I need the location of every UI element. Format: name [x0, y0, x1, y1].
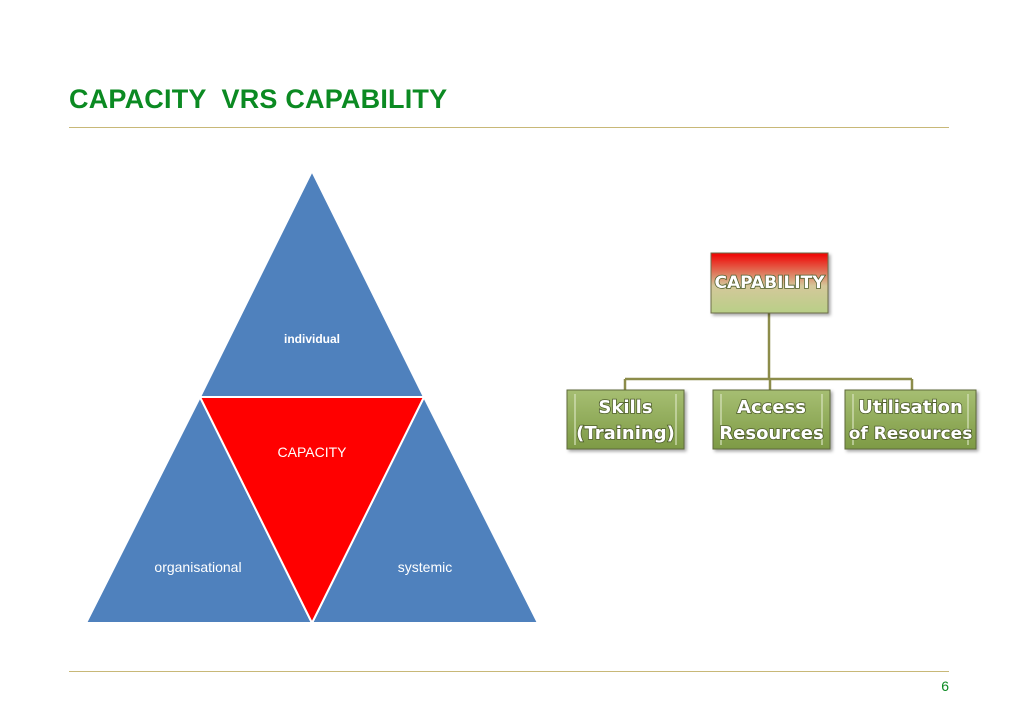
capability-child-utilisation: Utilisation of Resources	[844, 389, 977, 450]
triangle-capacity	[198, 396, 426, 626]
capability-child-access: Access Resources	[712, 389, 831, 450]
utilisation-label-line1: Utilisation	[858, 397, 963, 418]
capability-root-box: CAPABILITY	[710, 252, 829, 314]
footer-divider	[69, 671, 949, 672]
label-capacity: CAPACITY	[278, 444, 348, 460]
slide-title: CAPACITY VRS CAPABILITY	[69, 84, 448, 114]
title-divider	[69, 127, 949, 128]
capacity-triangle: individual CAPACITY organisational syste…	[84, 168, 540, 626]
tree-connectors	[623, 313, 914, 390]
label-individual: individual	[284, 332, 340, 346]
capability-tree: CAPABILITY Skills (Training) Access Reso…	[566, 252, 977, 450]
page-number: 6	[941, 678, 949, 694]
label-organisational: organisational	[154, 559, 241, 575]
triangle-individual	[198, 168, 426, 398]
skills-label-line2: (Training)	[576, 423, 675, 444]
label-systemic: systemic	[398, 559, 452, 575]
access-label-line1: Access	[737, 397, 806, 418]
utilisation-label-line2: of Resources	[849, 424, 973, 444]
capability-root-label: CAPABILITY	[714, 273, 825, 293]
access-label-line2: Resources	[719, 423, 823, 444]
capability-child-skills: Skills (Training)	[566, 389, 685, 450]
skills-label-line1: Skills	[598, 397, 652, 418]
